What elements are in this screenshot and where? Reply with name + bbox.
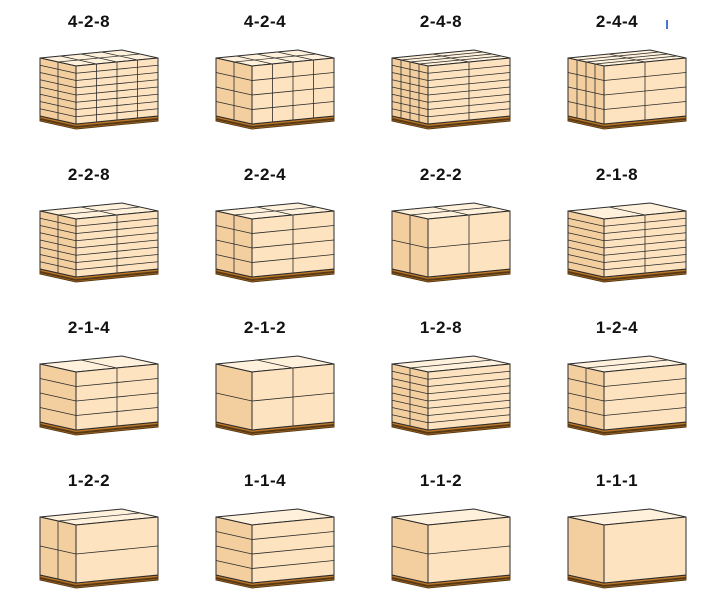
pallet-config-label: 1-2-8	[419, 318, 463, 337]
pallet-cell: 4-2-8	[0, 0, 178, 154]
pallet-config-label: 2-1-4	[67, 318, 111, 337]
pallet-cell: 2-1-2	[176, 306, 354, 460]
pallet-stack-diagram	[215, 202, 335, 283]
pallet-cell: 2-1-8	[528, 153, 706, 307]
pallet-config-label: 4-2-8	[67, 12, 111, 31]
pallet-config-label: 1-2-4	[595, 318, 639, 337]
pallet-config-label: 1-1-1	[595, 471, 639, 490]
pallet-stack-diagram	[567, 202, 687, 283]
pallet-stack-diagram	[567, 508, 687, 589]
edge-mark	[666, 20, 668, 29]
pallet-cell: 1-2-4	[528, 306, 706, 460]
pallet-stack-diagram	[567, 49, 687, 130]
pallet-cell: 1-1-4	[176, 459, 354, 613]
pallet-stack-diagram	[391, 202, 511, 283]
pallet-config-label: 2-2-8	[67, 165, 111, 184]
pallet-stack-diagram	[391, 49, 511, 130]
pallet-stack-diagram	[39, 508, 159, 589]
pallet-cell: 2-4-8	[352, 0, 530, 154]
pallet-stack-diagram	[39, 355, 159, 436]
pallet-cell: 2-1-4	[0, 306, 178, 460]
pallet-cell: 4-2-4	[176, 0, 354, 154]
pallet-stack-diagram	[215, 49, 335, 130]
pallet-cell: 2-2-4	[176, 153, 354, 307]
pallet-cell: 2-2-8	[0, 153, 178, 307]
pallet-stack-diagram	[39, 49, 159, 130]
pallet-cell: 2-4-4	[528, 0, 706, 154]
pallet-stack-diagram	[391, 355, 511, 436]
pallet-cell: 1-2-8	[352, 306, 530, 460]
pallet-cell: 1-1-1	[528, 459, 706, 613]
pallet-stack-diagram	[391, 508, 511, 589]
pallet-config-label: 4-2-4	[243, 12, 287, 31]
pallet-config-label: 2-4-4	[595, 12, 639, 31]
pallet-config-label: 2-2-2	[419, 165, 463, 184]
pallet-cell: 1-2-2	[0, 459, 178, 613]
pallet-stack-diagram	[567, 355, 687, 436]
pallet-config-label: 1-2-2	[67, 471, 111, 490]
pallet-cell: 1-1-2	[352, 459, 530, 613]
pallet-stack-diagram	[39, 202, 159, 283]
pallet-config-label: 2-1-2	[243, 318, 287, 337]
pallet-config-label: 2-1-8	[595, 165, 639, 184]
pallet-stack-diagram	[215, 508, 335, 589]
pallet-config-label: 1-1-2	[419, 471, 463, 490]
pallet-cell: 2-2-2	[352, 153, 530, 307]
pallet-stack-diagram	[215, 355, 335, 436]
pallet-config-label: 1-1-4	[243, 471, 287, 490]
pallet-config-label: 2-2-4	[243, 165, 287, 184]
pallet-config-label: 2-4-8	[419, 12, 463, 31]
